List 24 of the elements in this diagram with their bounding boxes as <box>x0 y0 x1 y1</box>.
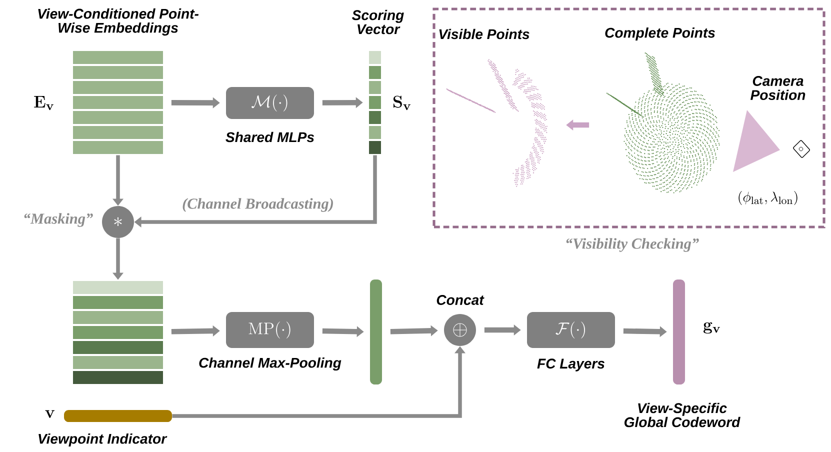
masked-stack <box>73 281 163 384</box>
stack-title: View-Conditioned Point-Wise Embeddings <box>38 8 199 36</box>
frame-caption: “Visibility Checking” <box>566 238 699 252</box>
feature-bar <box>370 280 382 384</box>
math-symbol: $\mathbf{S}_{\mathbf{v}}$ <box>394 96 410 110</box>
picture-title: Camera Position <box>750 76 806 100</box>
bar-caption: Viewpoint Indicator <box>38 433 168 447</box>
math-symbol: $\mathbf{v}$ <box>45 410 54 418</box>
box-label: FC Layers <box>537 358 604 372</box>
operator-label: Concat <box>436 295 484 305</box>
function-box: $\mathrm{MP}(\cdot)$ <box>226 312 314 348</box>
box-label: Channel Max-Pooling <box>199 357 342 371</box>
operation-label: “Masking” <box>24 213 93 227</box>
picture-title: Visible Points <box>439 28 530 40</box>
function-box: $\mathcal{M}(\cdot)$ <box>226 87 314 119</box>
bar-caption: View-Specific Global Codeword <box>624 402 740 428</box>
box-label: Shared MLPs <box>226 132 314 142</box>
vector-title: Scoring Vector <box>352 10 404 34</box>
edge-label: (Channel Broadcasting) <box>182 198 333 212</box>
math-symbol: $\mathbf{g}_{\mathbf{v}}$ <box>703 322 720 334</box>
function-box: $\mathcal{F}(\cdot)$ <box>527 312 615 348</box>
coordinate-formula: $(\phi_{\mathrm{lat}}, \lambda_{\mathrm{lon}})$ <box>738 190 798 206</box>
math-symbol: $\mathbf{E}_{\mathbf{v}}$ <box>34 96 54 110</box>
picture-title: Complete Points <box>605 27 715 41</box>
